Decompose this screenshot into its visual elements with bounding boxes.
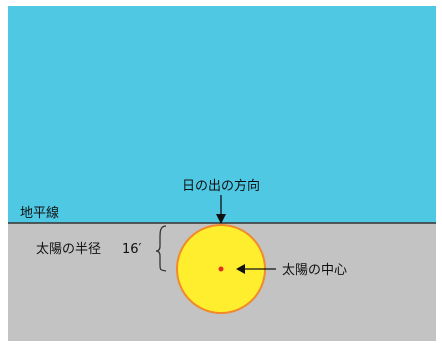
sun-radius-brace: [155, 225, 167, 272]
sun-radius-value: 16′: [122, 242, 142, 257]
sun-center-dot: [218, 266, 224, 272]
sun-center-arrowhead: [236, 264, 245, 274]
sky-region: [8, 6, 436, 223]
sunrise-direction-arrowhead: [216, 214, 226, 224]
sun-radius-label: 太陽の半径: [36, 242, 101, 257]
sun-center-label: 太陽の中心: [282, 263, 347, 278]
horizon-label: 地平線: [20, 205, 59, 221]
sunrise-direction-label: 日の出の方向: [182, 178, 260, 194]
